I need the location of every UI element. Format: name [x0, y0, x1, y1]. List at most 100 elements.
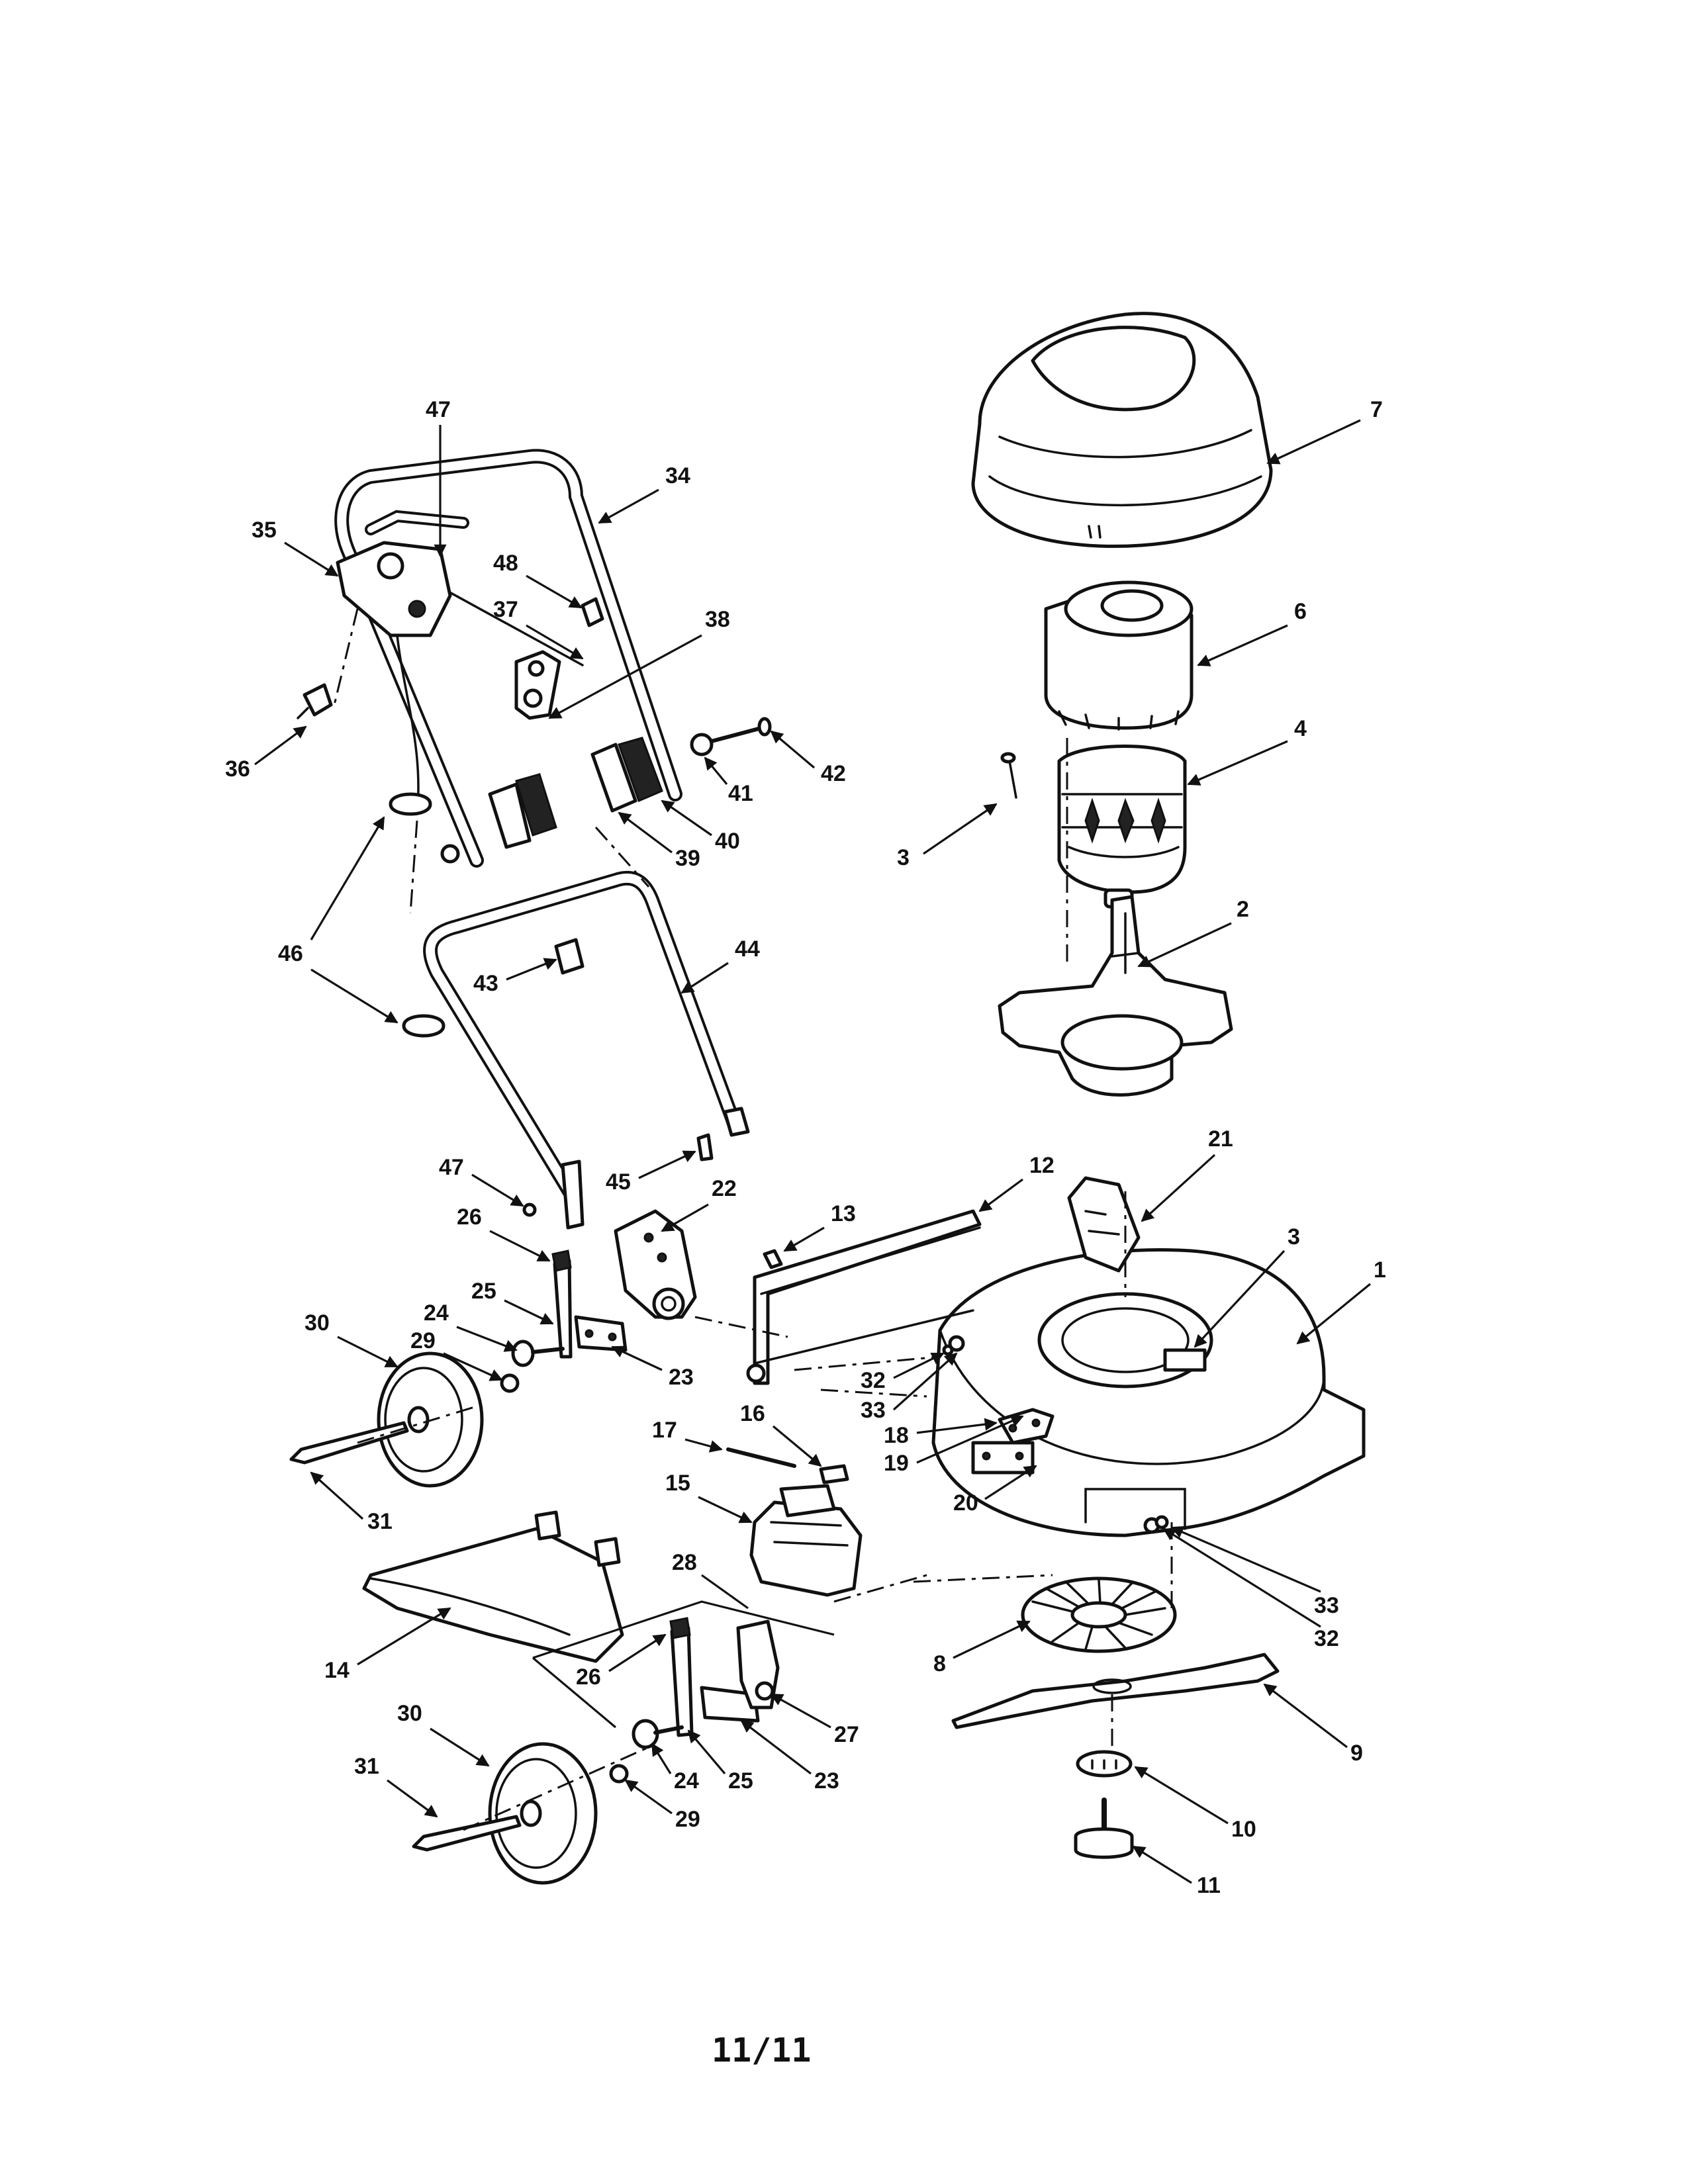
mower-deck-part — [931, 1248, 1366, 1537]
svg-text:28: 28 — [672, 1550, 697, 1575]
height-adjuster-part — [614, 1209, 697, 1320]
svg-text:10: 10 — [1231, 1817, 1256, 1842]
callout-43: 43 — [473, 958, 557, 996]
svg-text:32: 32 — [1314, 1626, 1339, 1651]
deck-bracket-part — [1067, 1176, 1141, 1273]
callout-45: 45 — [606, 1150, 696, 1195]
svg-text:33: 33 — [861, 1398, 886, 1423]
blade-adapter-part — [1076, 1750, 1133, 1778]
callout-46: 46 — [278, 816, 399, 1024]
callout-47-lower: 47 — [439, 1155, 524, 1207]
svg-text:43: 43 — [473, 971, 498, 996]
group-28-bracket — [532, 1574, 835, 1729]
callout-28: 28 — [672, 1550, 697, 1575]
callout-34: 34 — [598, 463, 690, 524]
callout-39: 39 — [618, 811, 700, 871]
wheel-spacer-left-part — [500, 1340, 565, 1393]
svg-text:24: 24 — [674, 1768, 699, 1794]
svg-text:24: 24 — [424, 1300, 449, 1326]
handle-knob-part — [554, 938, 585, 975]
callout-3-upper: 3 — [897, 803, 998, 870]
callout-33-upper: 33 — [861, 1352, 958, 1423]
callout-14: 14 — [324, 1607, 451, 1683]
callout-37: 37 — [493, 597, 584, 660]
page-number: 11/11 — [712, 2031, 812, 2070]
callout-15: 15 — [665, 1471, 753, 1524]
small-clip-part — [581, 597, 604, 627]
svg-text:45: 45 — [606, 1169, 631, 1195]
svg-text:17: 17 — [652, 1418, 677, 1443]
callout-18: 18 — [884, 1418, 998, 1448]
callout-23-upper: 23 — [611, 1345, 694, 1390]
svg-text:40: 40 — [715, 829, 740, 854]
callout-48: 48 — [493, 551, 583, 609]
blade-part — [951, 1653, 1280, 1729]
svg-text:2: 2 — [1237, 897, 1249, 922]
callout-30-upper: 30 — [305, 1310, 399, 1368]
callout-29-lower: 29 — [624, 1779, 700, 1832]
svg-text:20: 20 — [953, 1490, 978, 1516]
callout-16: 16 — [740, 1401, 822, 1467]
svg-text:3: 3 — [897, 845, 910, 870]
wheel-bracket-left-part — [551, 1250, 628, 1359]
callout-27: 27 — [770, 1693, 859, 1747]
callout-41: 41 — [704, 756, 753, 806]
svg-text:42: 42 — [821, 761, 846, 786]
callout-17: 17 — [652, 1418, 723, 1453]
svg-text:23: 23 — [814, 1768, 839, 1794]
svg-text:47: 47 — [439, 1155, 464, 1180]
svg-text:34: 34 — [665, 463, 690, 488]
svg-text:38: 38 — [705, 607, 730, 632]
assembly-guide-lines — [333, 608, 1173, 1831]
callout-32-upper: 32 — [861, 1352, 945, 1393]
callout-6: 6 — [1197, 599, 1307, 666]
svg-text:36: 36 — [225, 756, 250, 782]
motor-cover-part — [971, 312, 1273, 548]
fan-part — [1021, 1576, 1177, 1653]
callout-22: 22 — [661, 1176, 737, 1232]
svg-text:9: 9 — [1350, 1741, 1363, 1766]
motor-armature-part — [1057, 745, 1187, 909]
svg-text:16: 16 — [740, 1401, 765, 1426]
svg-text:25: 25 — [471, 1279, 496, 1304]
svg-text:21: 21 — [1208, 1126, 1233, 1152]
motor-mount-part — [998, 895, 1233, 1097]
callout-2: 2 — [1137, 897, 1249, 968]
callout-1: 1 — [1296, 1257, 1386, 1345]
callout-4: 4 — [1187, 716, 1307, 786]
svg-text:31: 31 — [367, 1509, 393, 1534]
lower-handle-part — [423, 870, 750, 1230]
callout-31-lower: 31 — [354, 1754, 438, 1818]
svg-text:26: 26 — [457, 1205, 482, 1230]
svg-text:12: 12 — [1029, 1153, 1055, 1178]
callout-32-lower: 32 — [1162, 1527, 1339, 1651]
callout-13: 13 — [783, 1201, 856, 1252]
callout-29-upper: 29 — [410, 1328, 503, 1381]
wheel-bracket-right-part — [632, 1617, 780, 1749]
callout-12: 12 — [978, 1153, 1055, 1212]
callout-36: 36 — [225, 725, 307, 782]
svg-text:47: 47 — [426, 397, 451, 422]
switch-box-part — [336, 541, 452, 815]
blade-nut-part — [1143, 1515, 1169, 1534]
switch-assembly-part — [726, 1447, 863, 1597]
svg-text:26: 26 — [576, 1664, 601, 1690]
svg-text:18: 18 — [884, 1423, 909, 1448]
callout-33-lower: 33 — [1170, 1526, 1339, 1618]
svg-text:8: 8 — [933, 1651, 946, 1676]
callout-40: 40 — [661, 799, 740, 854]
callout-24-lower: 24 — [651, 1743, 699, 1794]
wheel-lower-part — [412, 1742, 629, 1885]
callout-23-lower: 23 — [740, 1719, 839, 1794]
svg-text:44: 44 — [735, 936, 760, 962]
rear-flap-part — [746, 1209, 982, 1385]
svg-text:23: 23 — [669, 1365, 694, 1390]
callout-19: 19 — [884, 1415, 1024, 1476]
svg-text:30: 30 — [397, 1701, 422, 1726]
svg-text:39: 39 — [675, 846, 700, 871]
callout-42: 42 — [770, 730, 846, 786]
motor-housing-part — [1044, 580, 1194, 731]
svg-text:22: 22 — [712, 1176, 737, 1201]
svg-text:27: 27 — [834, 1722, 859, 1747]
svg-text:7: 7 — [1370, 397, 1383, 422]
